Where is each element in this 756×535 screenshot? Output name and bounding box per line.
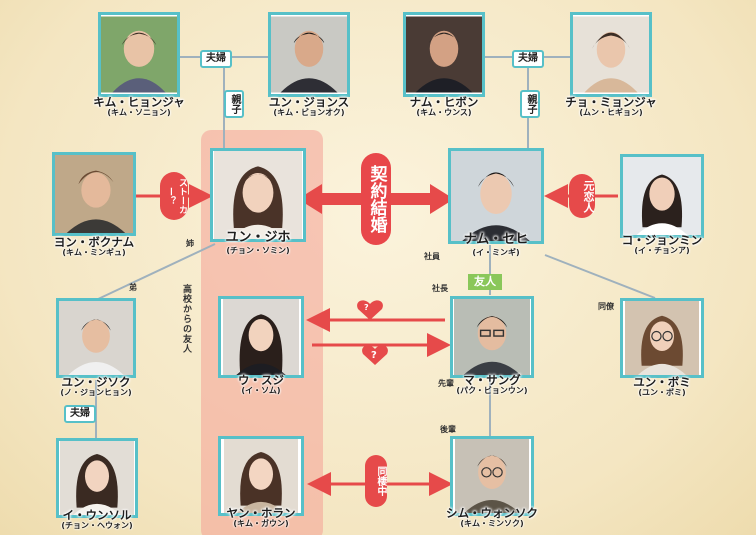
couple-bottom-tag: 夫婦 bbox=[64, 405, 96, 423]
card-yan-horan: ヤン・ホラン (キム・ガウン) bbox=[218, 436, 304, 528]
person-name: ユン・ジソク bbox=[61, 375, 131, 389]
card-ma-sang: マ・サング (パク・ビョンウン) bbox=[450, 296, 534, 395]
actor-name: (キム・ガウン) bbox=[233, 519, 289, 528]
actor-name: (キム・ウンス) bbox=[416, 108, 472, 117]
portrait-image bbox=[570, 12, 652, 97]
couple-left-tag: 夫婦 bbox=[200, 50, 232, 68]
person-name: マ・サング bbox=[463, 373, 521, 387]
person-name: ナム・セヒ bbox=[463, 232, 529, 247]
card-sim-wonsok: シム・ウォンソク (キム・ミンソク) bbox=[446, 436, 538, 528]
card-i-unsol: イ・ウンソル (チョン・ヘウォン) bbox=[56, 438, 138, 530]
person-name: ヤン・ホラン bbox=[226, 506, 296, 520]
person-name: キム・ヒョンジャ bbox=[93, 95, 185, 109]
ex-lover-badge: 元恋人 bbox=[569, 174, 595, 218]
person-name: ユン・ボミ bbox=[633, 375, 691, 389]
person-name: イ・ウンソル bbox=[62, 508, 132, 522]
card-kim-hyunja: キム・ヒョンジャ (キム・ソニョン) bbox=[93, 12, 185, 117]
president-label: 社長 bbox=[432, 284, 448, 293]
actor-name: (キム・ミンソク) bbox=[460, 519, 524, 528]
heart-icon bbox=[357, 300, 388, 365]
portrait-image bbox=[620, 298, 704, 378]
actor-name: (イ・ソム) bbox=[241, 386, 281, 395]
person-name: シム・ウォンソク bbox=[446, 506, 538, 520]
actor-name: (キム・ミンギュ) bbox=[62, 248, 126, 257]
parent-child-right-tag: 親子 bbox=[520, 90, 540, 118]
card-yun-jisok: ユン・ジソク (ノ・ジョンヒョン) bbox=[56, 298, 136, 397]
person-name: ユン・ジホ bbox=[225, 230, 291, 245]
portrait-image bbox=[450, 436, 534, 516]
card-yun-jongsu: ユン・ジョンス (キム・ビョンオク) bbox=[268, 12, 350, 117]
senior-label: 先輩 bbox=[438, 379, 454, 388]
actor-name: (ノ・ジョンヒョン) bbox=[60, 388, 132, 397]
card-nam-hibon: ナム・ヒボン (キム・ウンス) bbox=[403, 12, 485, 117]
portrait-image bbox=[56, 438, 138, 518]
actor-name: (チョン・ソミン) bbox=[226, 246, 290, 255]
couple-right-tag: 夫婦 bbox=[512, 50, 544, 68]
person-name: ナム・ヒボン bbox=[409, 95, 479, 109]
actor-name: (チョン・ヘウォン) bbox=[61, 521, 133, 530]
actor-name: (パク・ビョンウン) bbox=[456, 386, 528, 395]
colleague-label: 同僚 bbox=[598, 302, 614, 311]
portrait-image bbox=[218, 296, 304, 378]
actor-name: (キム・ソニョン) bbox=[107, 108, 171, 117]
junior-label: 後輩 bbox=[440, 425, 456, 434]
contract-marriage-badge: 契約結婚 bbox=[361, 153, 391, 245]
person-name: ウ・スジ bbox=[238, 373, 284, 387]
card-nam-sehi: ナム・セヒ (イ・ミンギ) bbox=[448, 148, 544, 257]
portrait-image bbox=[268, 12, 350, 97]
person-name: ユン・ジョンス bbox=[268, 95, 350, 109]
person-name: ヨン・ボクナム bbox=[53, 235, 135, 249]
portrait-image bbox=[52, 152, 136, 236]
actor-name: (イ・チョンア) bbox=[634, 246, 690, 255]
person-name: コ・ジョンミン bbox=[621, 233, 703, 247]
portrait-image bbox=[98, 12, 180, 97]
card-u-suji: ウ・スジ (イ・ソム) bbox=[218, 296, 304, 395]
portrait-image bbox=[450, 296, 534, 378]
highschool-friends-label: 高校からの友人 bbox=[181, 284, 191, 354]
older-sister-label: 姉 bbox=[186, 239, 194, 248]
younger-brother-label: 弟 bbox=[129, 283, 137, 292]
actor-name: (キム・ビョンオク) bbox=[273, 108, 345, 117]
actor-name: (ムン・ヒギョン) bbox=[579, 108, 643, 117]
friends-tag: 友人 bbox=[468, 274, 502, 290]
portrait-image bbox=[620, 154, 704, 238]
stalker-badge: ストーカー？ bbox=[160, 172, 188, 220]
svg-text:?: ? bbox=[364, 303, 369, 312]
portrait-image bbox=[403, 12, 485, 97]
svg-text:?: ? bbox=[371, 350, 377, 361]
portrait-image bbox=[448, 148, 544, 244]
employee-label: 社員 bbox=[424, 252, 440, 261]
card-yun-bomi: ユン・ボミ (ユン・ボミ) bbox=[620, 298, 704, 397]
actor-name: (ユン・ボミ) bbox=[638, 388, 686, 397]
parent-child-left-tag: 親子 bbox=[224, 90, 244, 118]
actor-name: (イ・ミンギ) bbox=[472, 248, 520, 257]
card-yun-jiho: ユン・ジホ (チョン・ソミン) bbox=[210, 148, 306, 255]
person-name: チョ・ミョンジャ bbox=[565, 95, 657, 109]
portrait-image bbox=[56, 298, 136, 378]
portrait-image bbox=[210, 148, 306, 242]
card-yeon-bokunam: ヨン・ボクナム (キム・ミンギュ) bbox=[52, 152, 136, 257]
card-cho-miyoja: チョ・ミョンジャ (ムン・ヒギョン) bbox=[565, 12, 657, 117]
portrait-image bbox=[218, 436, 304, 516]
cohabiting-badge: 同棲中 bbox=[365, 455, 387, 507]
card-ko-jeongmin: コ・ジョンミン (イ・チョンア) bbox=[620, 154, 704, 255]
